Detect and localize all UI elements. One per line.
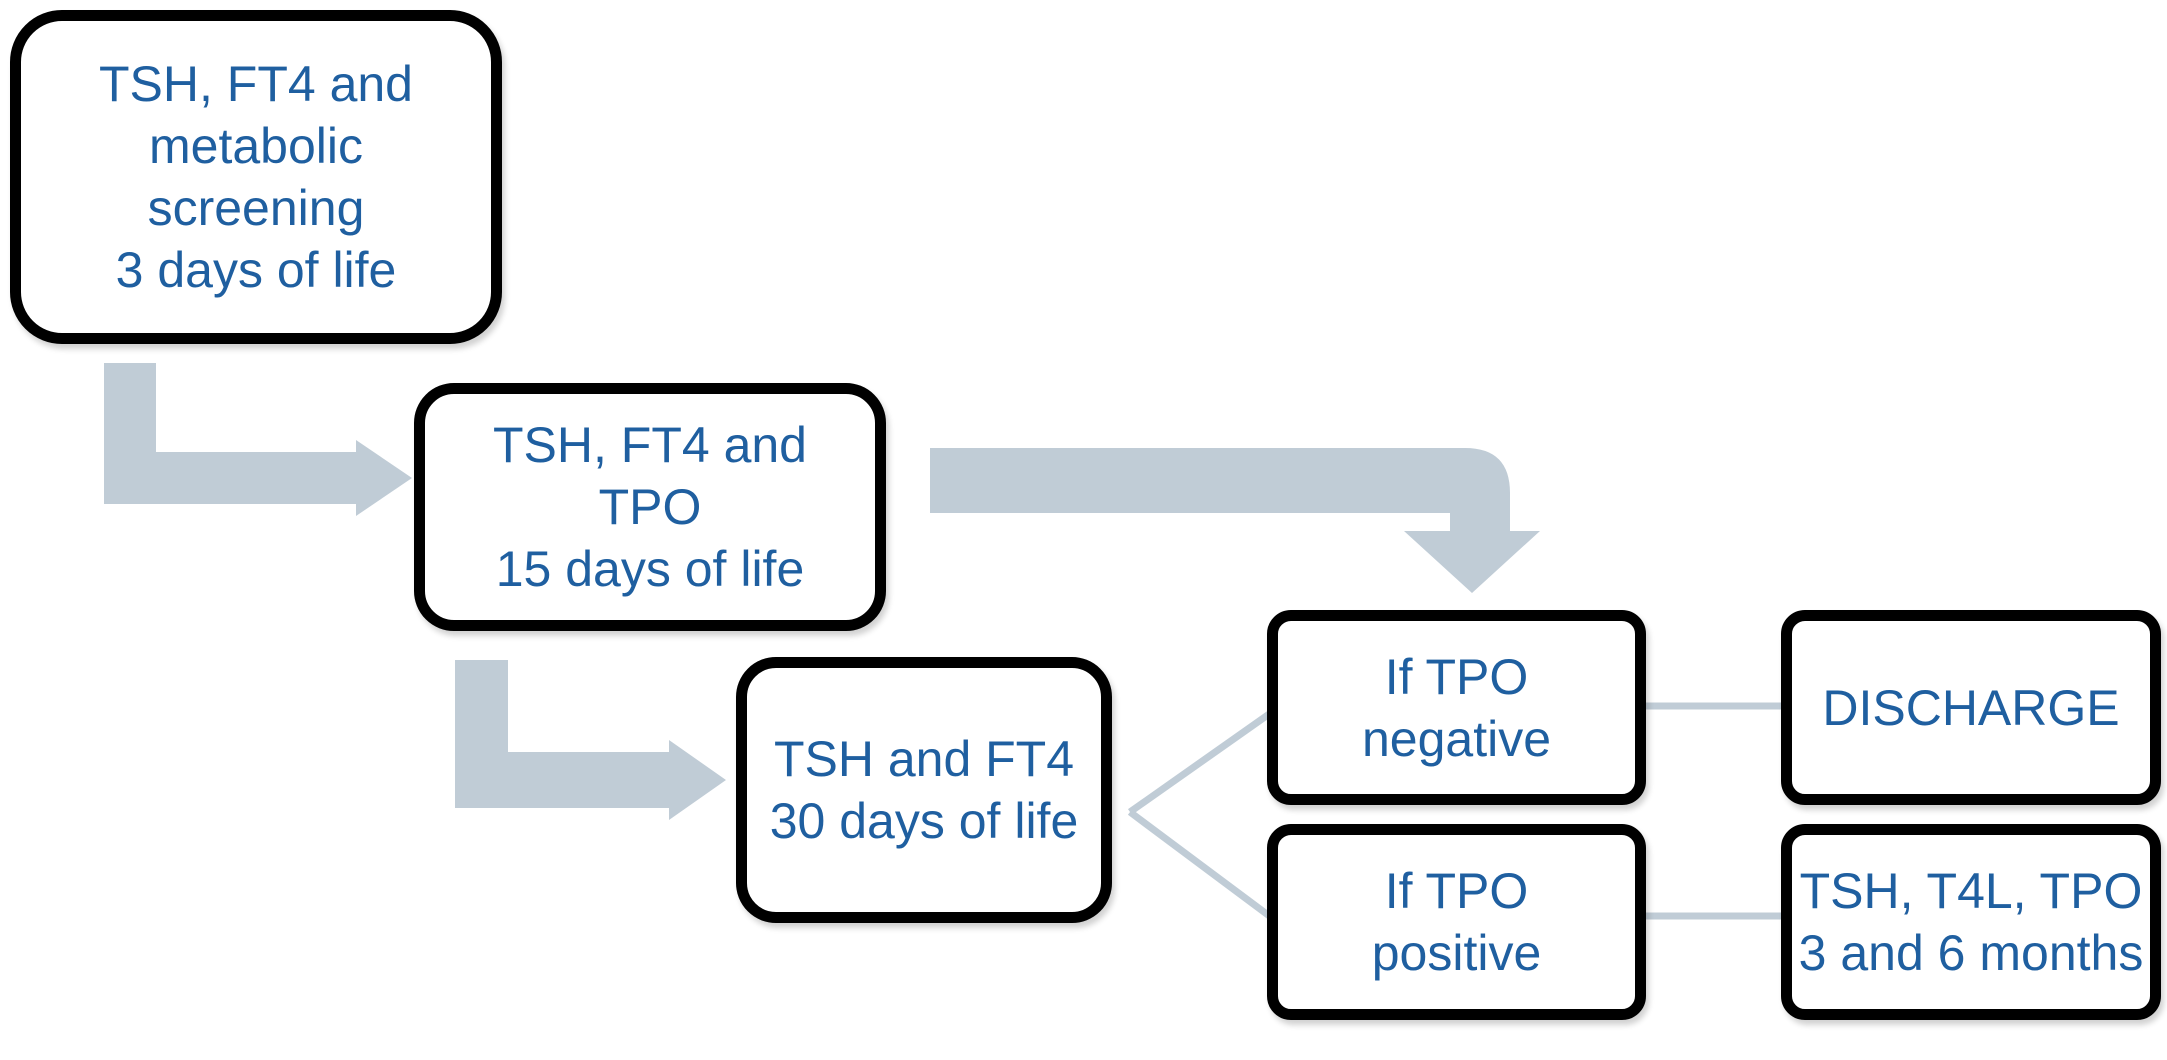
node-tpo-negative: If TPO negative (1267, 610, 1646, 805)
line-30-days-to-tpo-negative (1127, 709, 1275, 815)
node-screening-3-days: TSH, FT4 and metabolic screening 3 days … (10, 10, 502, 344)
node-followup-3-6-months-label: TSH, T4L, TPO 3 and 6 months (1798, 863, 2144, 981)
node-tpo-positive-label: If TPO positive (1371, 863, 1542, 981)
node-test-15-days-label: TSH, FT4 and TPO 15 days of life (493, 417, 807, 597)
line-30-days-to-tpo-positive (1127, 809, 1275, 921)
node-test-15-days: TSH, FT4 and TPO 15 days of life (414, 383, 886, 631)
arrow-screening-to-15-days (104, 363, 412, 516)
node-tpo-positive: If TPO positive (1267, 824, 1646, 1020)
node-test-30-days-label: TSH and FT4 30 days of life (769, 731, 1079, 849)
node-test-30-days: TSH and FT4 30 days of life (736, 657, 1112, 923)
arrow-15-days-to-30-days (455, 660, 726, 820)
node-discharge-label: DISCHARGE (1822, 679, 2120, 736)
node-tpo-negative-label: If TPO negative (1361, 648, 1552, 767)
node-discharge: DISCHARGE (1781, 610, 2161, 805)
arrow-15-days-to-tpo-results (930, 448, 1540, 593)
node-followup-3-6-months: TSH, T4L, TPO 3 and 6 months (1781, 824, 2161, 1020)
node-screening-3-days-label: TSH, FT4 and metabolic screening 3 days … (99, 56, 413, 298)
